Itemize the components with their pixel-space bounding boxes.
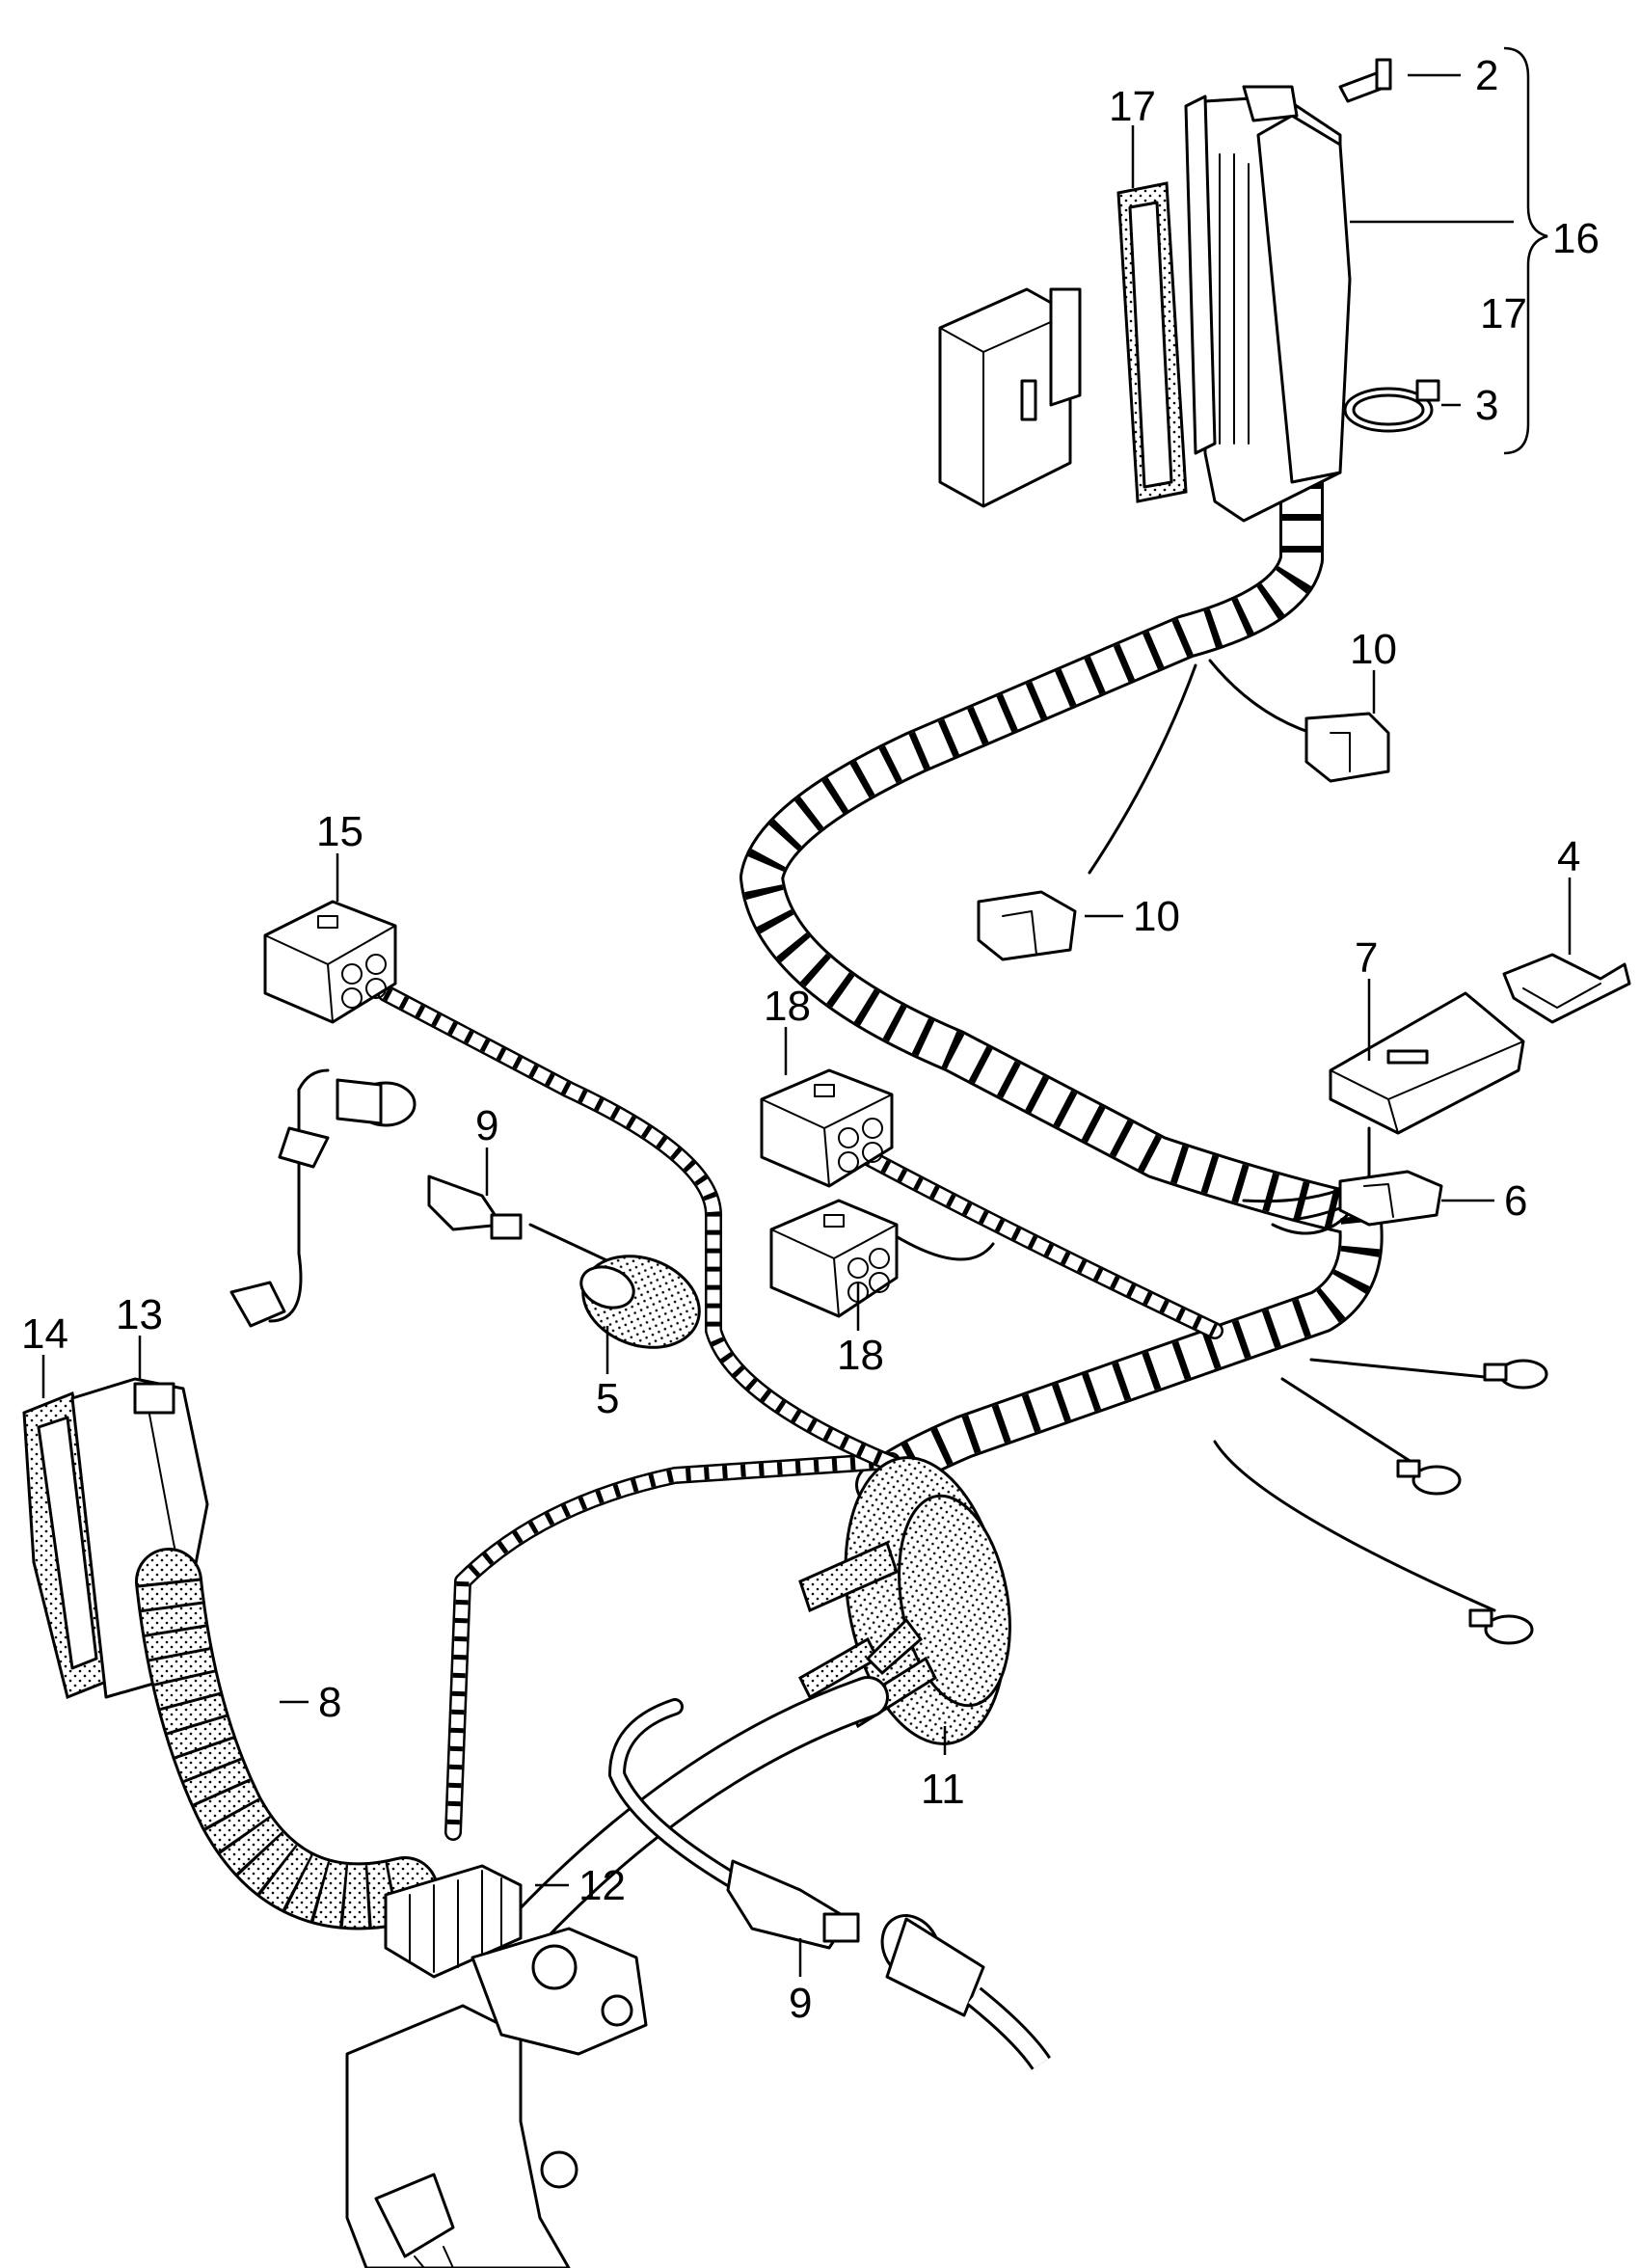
callout-labels: 2 16 17 17 3 10 10 4 7 6 15 18 18 9 9 5 …: [21, 52, 1600, 2027]
callout-18-lower: 18: [837, 1332, 884, 1379]
lower-harness-branch: [444, 1452, 901, 1841]
clamp-3: [1343, 379, 1440, 433]
callout-3: 3: [1475, 382, 1498, 429]
control-unit-box: [938, 287, 1082, 508]
screw-2: [1338, 58, 1392, 103]
gasket-14: [22, 1390, 118, 1700]
cable-to-grommet: [480, 1676, 889, 1979]
fuse-4: [1502, 953, 1631, 1024]
grommet-11: [798, 1456, 1011, 1745]
callout-18-upper: 18: [764, 983, 811, 1030]
connector-18-upper: [760, 1068, 894, 1188]
callout-7: 7: [1355, 934, 1378, 982]
callout-11: 11: [921, 1766, 965, 1813]
callout-4: 4: [1557, 833, 1580, 880]
connector-9-lower: [726, 1859, 860, 1950]
callout-13: 13: [116, 1291, 163, 1338]
callout-6: 6: [1504, 1177, 1527, 1225]
callout-17-right: 17: [1480, 290, 1527, 338]
callout-15: 15: [316, 808, 363, 855]
callout-8: 8: [318, 1679, 341, 1726]
corrugated-tube-8: [135, 1548, 439, 1930]
mating-connector-lower: [880, 1914, 1051, 2070]
callout-9-lower: 9: [789, 1980, 812, 2027]
injection-pump-body: [345, 1927, 648, 2268]
callout-12: 12: [578, 1862, 626, 1909]
callout-9-upper: 9: [475, 1102, 498, 1149]
main-harness: [739, 460, 1384, 1507]
fuse-holder-7: [1329, 991, 1525, 1135]
callout-16: 16: [1552, 215, 1600, 262]
callout-2: 2: [1475, 52, 1498, 99]
gasket-17-upper: [1116, 181, 1188, 503]
sensor-upper: [229, 1078, 417, 1328]
connector-12: [384, 1864, 523, 1979]
grommet-5: [579, 1255, 701, 1349]
connector-15-harness: [377, 985, 905, 1474]
callout-10-upper: 10: [1350, 626, 1397, 673]
connector-18-lower: [769, 1199, 899, 1318]
connector-15: [263, 900, 397, 1024]
control-unit-connector-16: [1184, 85, 1352, 523]
plug-6: [1338, 1170, 1443, 1227]
callout-14: 14: [21, 1310, 68, 1358]
cable-to-connector-9-lower: [607, 1698, 741, 1889]
connector-10-lower: [977, 890, 1077, 961]
callout-17-top: 17: [1109, 83, 1156, 130]
eyelet-terminals: [1396, 1359, 1548, 1645]
callout-leaders: [41, 73, 1572, 1977]
bracket-16: [1503, 46, 1548, 455]
connector-18-harness: [859, 1148, 1223, 1339]
callout-5: 5: [596, 1375, 619, 1422]
connector-9-upper: [427, 1174, 523, 1240]
callout-10-lower: 10: [1133, 893, 1180, 940]
connector-10-upper: [1304, 712, 1390, 783]
